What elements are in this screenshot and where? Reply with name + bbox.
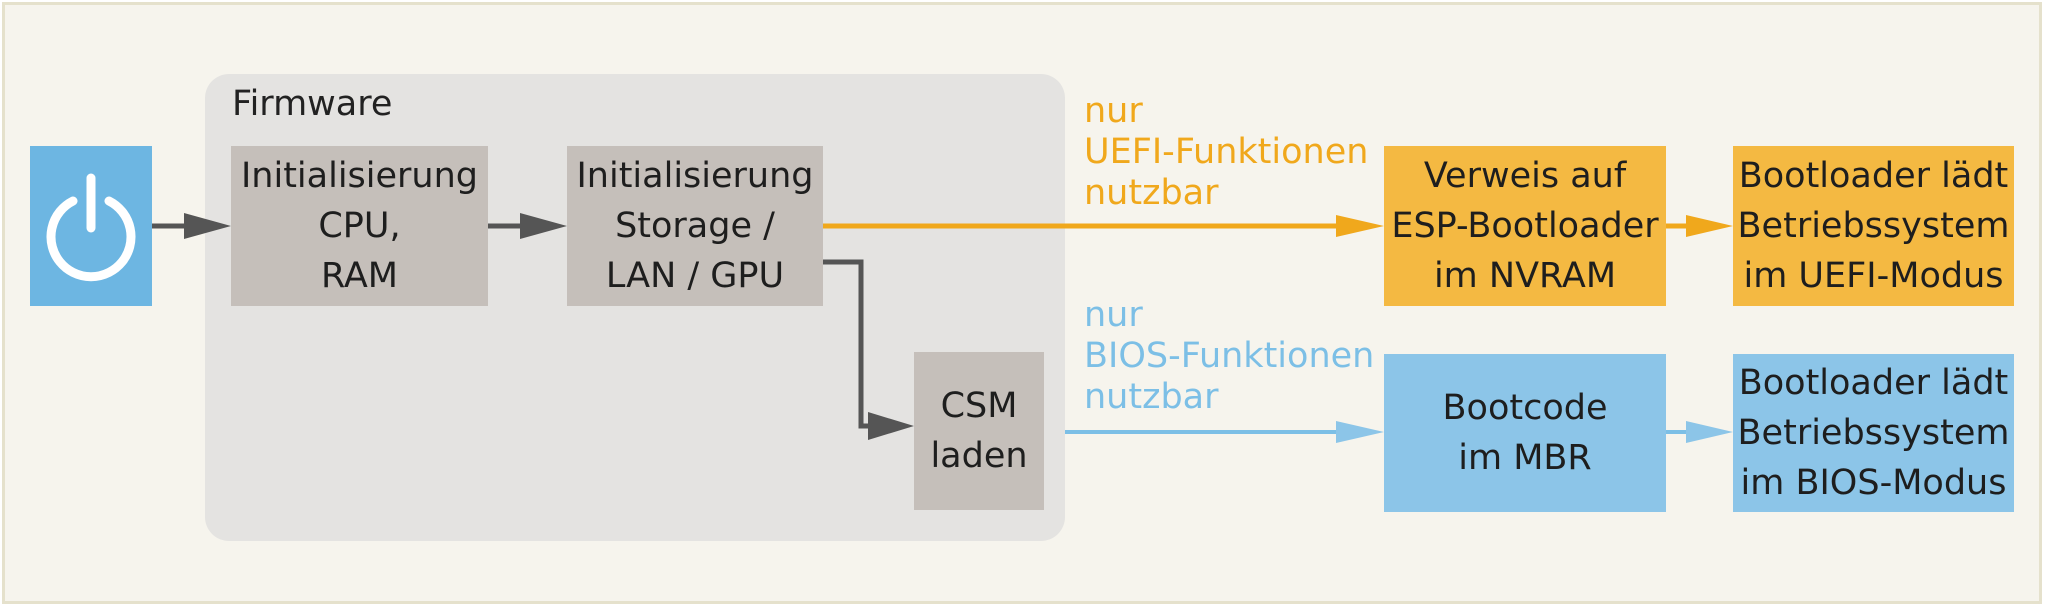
arrow-head-esp-to-uefi-boot	[1686, 215, 1733, 237]
firmware-panel-label: Firmware	[232, 84, 393, 124]
bios-bootloader-box: Bootloader lädt Betriebssystem im BIOS-M…	[1733, 354, 2014, 512]
arrow-head-storage-to-csm	[868, 412, 914, 440]
arrow-head-storage-to-esp	[1336, 215, 1384, 237]
arrow-storage-to-csm	[823, 259, 873, 429]
bios-functions-note: nur BIOS-Funktionen nutzbar	[1084, 295, 1375, 417]
arrow-head-csm-to-mbr	[1336, 421, 1384, 443]
arrow-head-mbr-to-bios-boot	[1686, 421, 1733, 443]
arrow-head-power-to-cpu	[184, 213, 231, 239]
power-icon	[46, 173, 136, 282]
mbr-bootcode-box: Bootcode im MBR	[1384, 354, 1666, 512]
arrow-head-cpu-to-storage	[520, 213, 567, 239]
init-storage-lan-gpu-box: Initialisierung Storage / LAN / GPU	[567, 146, 823, 306]
uefi-functions-note: nur UEFI-Funktionen nutzbar	[1084, 91, 1369, 213]
power-button-node	[30, 146, 152, 306]
esp-bootloader-ref-box: Verweis auf ESP-Bootloader im NVRAM	[1384, 146, 1666, 306]
uefi-bootloader-box: Bootloader lädt Betriebssystem im UEFI-M…	[1733, 146, 2014, 306]
init-cpu-ram-box: Initialisierung CPU, RAM	[231, 146, 488, 306]
csm-load-box: CSM laden	[914, 352, 1044, 510]
